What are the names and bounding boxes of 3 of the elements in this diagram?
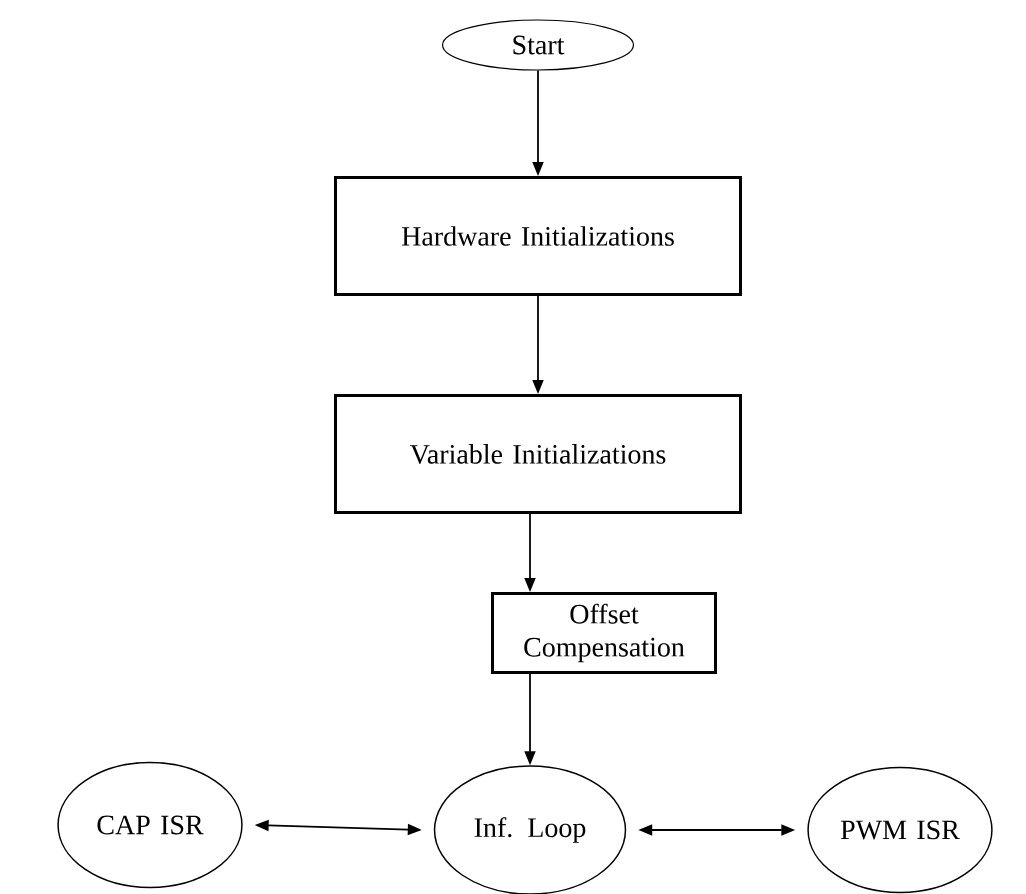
process-box: Variable Initializations (334, 394, 742, 514)
process-box: Hardware Initializations (334, 176, 742, 296)
process-box: Offset Compensation (491, 592, 717, 674)
